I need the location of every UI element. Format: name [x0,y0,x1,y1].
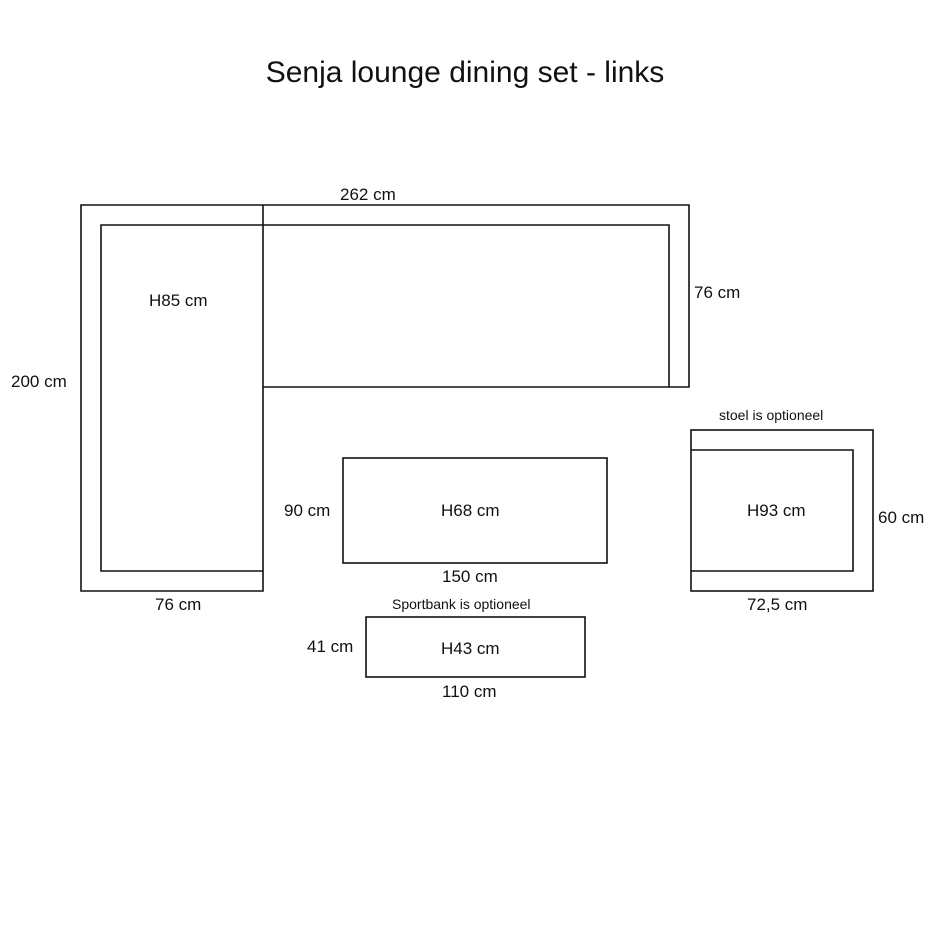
table-outline [342,457,608,564]
chair-width-label: 72,5 cm [747,595,808,614]
sofa-right-depth-label: 76 cm [694,283,741,302]
bench-depth-label: 41 cm [307,637,354,656]
bench-outline [365,616,586,678]
chair-note: stoel is optioneel [719,407,824,423]
table-depth-label: 90 cm [284,501,331,520]
bench-note: Sportbank is optioneel [392,596,531,612]
chair-height-label: H93 cm [747,501,806,520]
sofa-left-section [80,204,264,592]
sofa-length-label: 200 cm [11,372,67,391]
sofa-right-section [263,204,690,388]
bench-width-label: 110 cm [442,682,497,701]
chair-outline [690,429,874,592]
sofa-height-label: H85 cm [149,291,208,310]
table-width-label: 150 cm [442,567,498,586]
diagram-title: Senja lounge dining set - links [265,56,665,89]
chair-depth-label: 60 cm [878,508,925,527]
table-height-label: H68 cm [441,501,500,520]
sofa-width-label: 262 cm [340,185,396,204]
bench-height-label: H43 cm [441,639,500,658]
sofa-bottom-depth-label: 76 cm [155,595,202,614]
